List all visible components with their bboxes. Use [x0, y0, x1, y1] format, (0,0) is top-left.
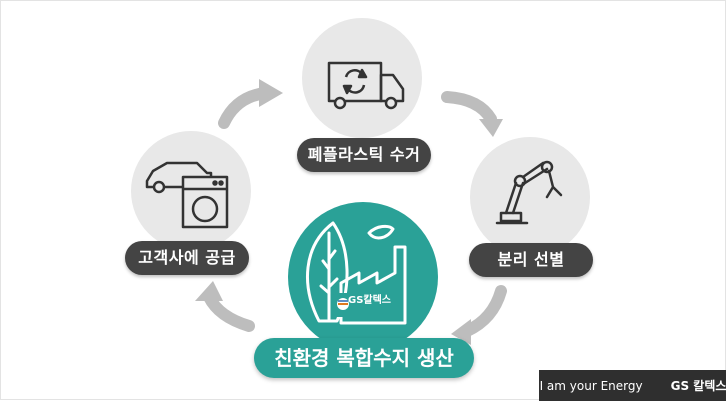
center-logo-text: GS칼텍스 [348, 295, 392, 306]
footer-brand: GS 칼텍스 [651, 377, 726, 394]
cycle-arrow-top-right [441, 91, 503, 137]
car-washer-icon [145, 161, 229, 229]
cycle-arrow-bottom-left [195, 281, 255, 332]
step-circle-supply [131, 131, 251, 251]
factory-leaf-icon [306, 221, 407, 325]
cycle-arrow-top-left [218, 79, 283, 129]
gs-logo-mark [337, 298, 349, 310]
step-circle-collection [302, 18, 422, 138]
step-label-production: 친환경 복합수지 생산 [254, 338, 474, 378]
footer-banner: I am your Energy GS 칼텍스 [539, 370, 726, 401]
footer-brand-text: GS 칼텍스 [670, 379, 726, 393]
step-label-supply: 고객사에 공급 [125, 241, 249, 275]
footer-slogan: I am your Energy [539, 378, 643, 393]
step-circle-production [288, 202, 438, 352]
robot-arm-icon [495, 160, 563, 225]
step-label-sorting: 분리 선별 [469, 243, 593, 277]
step-circle-sorting [470, 137, 590, 257]
truck-recycle-icon [327, 61, 405, 110]
cycle-arrow-bottom-right [451, 285, 507, 345]
step-label-collection: 폐플라스틱 수거 [297, 138, 431, 172]
